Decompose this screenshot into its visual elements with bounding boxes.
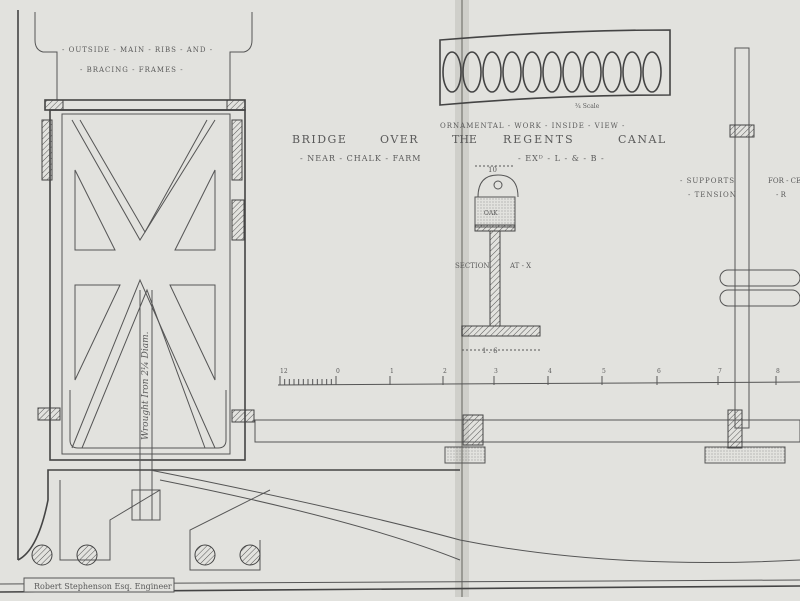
scale-tick-label: 2 xyxy=(443,368,447,375)
scale-tick-label: 7 xyxy=(718,368,722,375)
title-the: THE xyxy=(452,133,477,146)
ornament-loop xyxy=(582,51,602,93)
title-bridge: BRIDGE xyxy=(292,133,347,146)
section-label: SECTION xyxy=(455,262,490,270)
oak-label: OAK xyxy=(484,210,498,217)
ribs-caption-2: - BRACING - FRAMES - xyxy=(80,66,184,74)
tension-support xyxy=(719,47,800,429)
sheet-border xyxy=(0,10,800,593)
ornament-loop xyxy=(622,51,642,93)
scale-tick-label: 12 xyxy=(280,368,288,375)
supports-label: - SUPPORTS xyxy=(680,177,735,185)
scale-tick-label: 5 xyxy=(602,368,606,375)
scale-tick-label: 1 xyxy=(390,368,394,375)
subtitle-company: - EXᴰ - L - & - B - xyxy=(518,154,605,163)
ornament-loop xyxy=(442,51,462,93)
section-at-label: AT - X xyxy=(509,262,531,270)
bridge-foundation xyxy=(17,409,800,593)
ornament-loop xyxy=(542,51,562,93)
scale-tick-label: 3 xyxy=(494,368,498,375)
dim-top: 10 xyxy=(488,166,497,174)
title-regents: REGENTS xyxy=(503,133,575,146)
supports-cont-label: FOR - CE xyxy=(768,177,800,185)
scale-tick-label: 4 xyxy=(548,368,552,375)
engineer-credit: Robert Stephenson Esq. Engineer xyxy=(34,582,172,591)
ornament-loop xyxy=(642,51,662,93)
ornamental-scale: ¾ Scale xyxy=(575,103,600,110)
ornament-loop xyxy=(562,51,582,93)
ornamental-work xyxy=(439,29,671,106)
drawing-title: BRIDGE OVER THE REGENTS CANAL - NEAR - C… xyxy=(292,133,667,163)
ornament-loop xyxy=(502,51,522,93)
ornament-loop xyxy=(602,51,622,93)
ribs-caption-1: - OUTSIDE - MAIN - RIBS - AND - xyxy=(62,46,213,54)
subtitle-location: - NEAR - CHALK - FARM xyxy=(300,154,421,163)
dim-bottom: 1 . 6 xyxy=(482,347,498,355)
ornament-loop xyxy=(522,51,542,93)
ornament-loop xyxy=(462,51,482,93)
scale-tick-label: 6 xyxy=(657,368,661,375)
tension-label: - TENSION xyxy=(688,191,737,199)
tension-cont-label: - R xyxy=(776,191,787,199)
main-rib-frame xyxy=(34,12,255,521)
title-canal: CANAL xyxy=(618,133,667,146)
ornamental-caption: ORNAMENTAL - WORK - INSIDE - VIEW - xyxy=(440,122,625,130)
title-over: OVER xyxy=(380,133,419,146)
scale-tick-label: 8 xyxy=(776,368,780,375)
rod-label: Wrought Iron 2¼ Diam. xyxy=(140,331,151,440)
ornament-loop xyxy=(482,51,502,93)
scale-tick-label: 0 xyxy=(336,368,340,375)
rail-section xyxy=(461,165,541,351)
